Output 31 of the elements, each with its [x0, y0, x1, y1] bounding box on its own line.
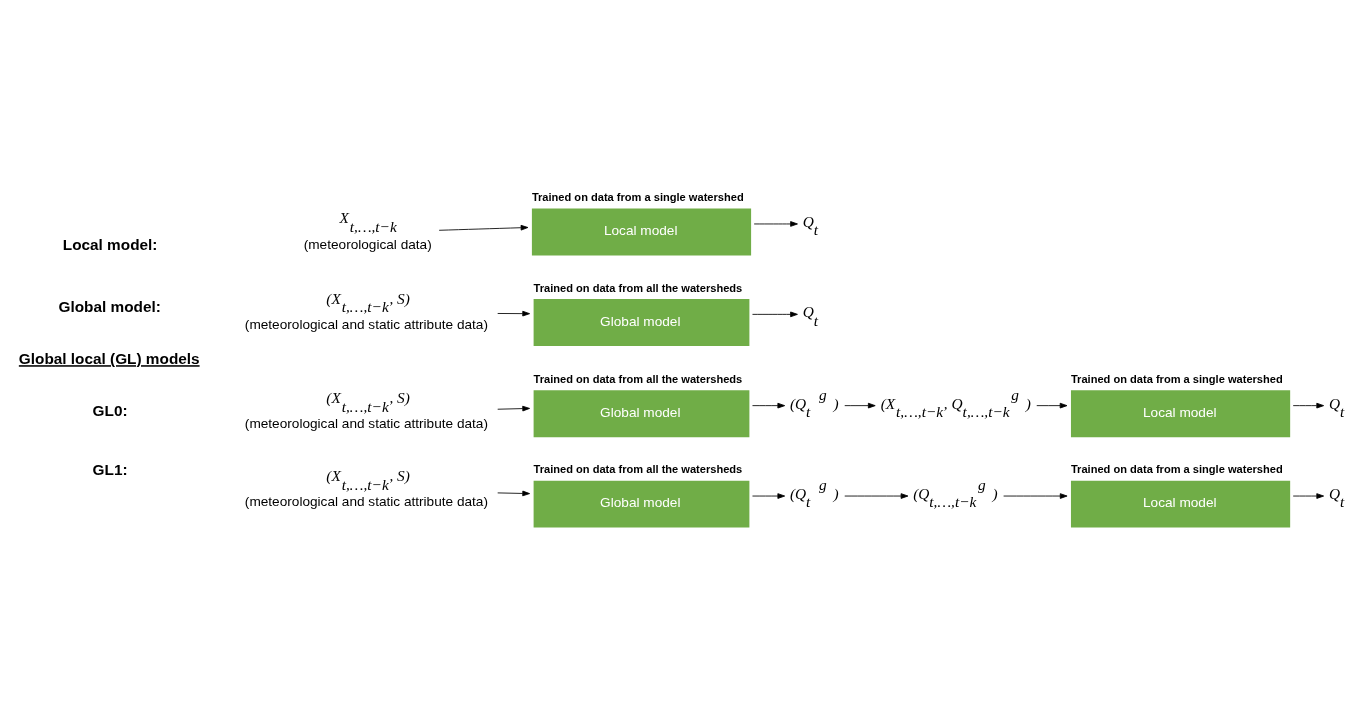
node-box: Global model — [533, 298, 750, 346]
label: Global local (GL) models — [18, 349, 200, 367]
node-label: Trained on data from all the watersheds — [533, 372, 743, 385]
arrow — [438, 224, 529, 231]
node-box: Global model — [533, 480, 750, 528]
node-label: Trained on data from a single watershed — [531, 190, 744, 203]
arrow — [844, 492, 909, 499]
arrow — [497, 310, 530, 316]
label: Local model: — [62, 235, 158, 253]
arrow — [752, 492, 786, 499]
label: GL0: — [92, 401, 128, 419]
label: GL1: — [92, 460, 128, 478]
node-box: Local model — [531, 208, 752, 255]
arrow — [1292, 402, 1325, 408]
node-label: Trained on data from a single watershed — [1070, 462, 1283, 475]
arrow — [752, 402, 786, 408]
arrow — [752, 311, 798, 317]
node-label: Trained on data from a single watershed — [1070, 372, 1283, 385]
label: Global model: — [58, 297, 161, 315]
node-box: Local model — [1070, 480, 1291, 528]
node-box: Local model — [1070, 389, 1291, 437]
arrow — [1292, 492, 1325, 499]
node-label: Trained on data from all the watersheds — [533, 281, 743, 294]
arrow — [1036, 402, 1068, 408]
arrow — [753, 220, 798, 227]
arrow — [497, 405, 530, 411]
arrow — [1003, 492, 1068, 499]
arrow — [844, 402, 876, 408]
node-label: Trained on data from all the watersheds — [533, 462, 743, 475]
node-box: Global model — [533, 389, 750, 437]
arrow — [497, 490, 530, 496]
